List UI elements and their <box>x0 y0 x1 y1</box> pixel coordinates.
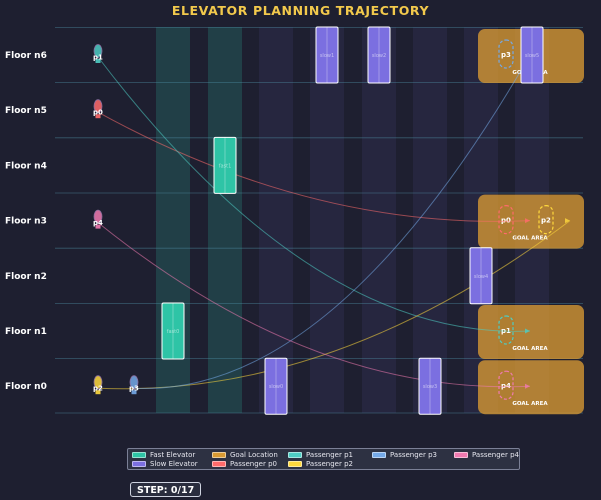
legend-item: Passenger p4 <box>454 451 524 459</box>
passenger-legs-p3 <box>131 390 137 395</box>
goal-target-p0 <box>498 205 514 235</box>
legend-swatch <box>212 461 226 467</box>
floor-label-n6: Floor n6 <box>5 51 47 61</box>
shaft-slow2 <box>362 27 396 413</box>
passenger-body-p1 <box>93 44 103 58</box>
legend-label: Passenger p0 <box>230 460 277 468</box>
legend-item: Passenger p0 <box>212 460 286 468</box>
passengers: p0 p1 p2 p3 p4 <box>93 44 139 395</box>
elevators: fast0 fast1 slow0 slow1 slow2 slow3 slow4 slow5 <box>161 26 544 415</box>
elevator-label-slow3: slow3 <box>423 384 437 390</box>
passenger-body-p0 <box>93 99 103 114</box>
shaft-slow0 <box>259 27 293 413</box>
trajectory-arrow-p2 <box>565 218 570 224</box>
trajectory-p3 <box>133 54 531 389</box>
passenger-p1: p1 <box>93 44 103 63</box>
passenger-body-p3 <box>129 375 139 390</box>
legend-swatch <box>288 461 302 467</box>
legend-item: Passenger p3 <box>372 451 452 459</box>
trajectory-p1 <box>97 56 531 332</box>
floor-label-n4: Floor n4 <box>5 161 47 171</box>
legend-item: Passenger p2 <box>288 460 370 468</box>
trajectory-p0 <box>97 111 531 222</box>
goal-target-label-p3: p3 <box>501 51 511 59</box>
legend-label: Passenger p3 <box>390 451 437 459</box>
legend-swatch <box>372 452 386 458</box>
goal-target-label-p0: p0 <box>501 217 511 225</box>
goal-target-p1 <box>498 315 514 345</box>
goal-target-p4 <box>498 370 514 400</box>
elevator-label-fast1: fast1 <box>219 163 232 169</box>
elevator-label-slow0: slow0 <box>269 384 283 390</box>
step-counter: STEP: 0/17 <box>130 482 202 497</box>
goal-area-n1 <box>478 305 584 359</box>
legend-swatch <box>454 452 468 458</box>
legend-item: Fast Elevator <box>132 451 210 459</box>
passenger-label-p4: p4 <box>93 219 103 227</box>
floor-label-n0: Floor n0 <box>5 382 47 392</box>
page-title: ELEVATOR PLANNING TRAJECTORY <box>171 3 430 18</box>
legend-swatch <box>132 452 146 458</box>
legend-label: Fast Elevator <box>150 451 196 459</box>
goal-area-n0 <box>478 360 584 415</box>
legend-label: Slow Elevator <box>150 460 198 468</box>
shaft-fast1 <box>208 27 242 413</box>
floor-labels: Floor n6 Floor n5 Floor n4 Floor n3 Floor n2… <box>5 51 47 392</box>
passenger-label-p1: p1 <box>93 54 103 62</box>
trajectories <box>97 52 571 390</box>
passenger-p2: p2 <box>93 375 103 395</box>
passenger-p4: p4 <box>93 209 103 229</box>
elevator-label-slow4: slow4 <box>474 274 488 280</box>
elevator-label-slow1: slow1 <box>320 53 334 59</box>
legend-swatch <box>212 452 226 458</box>
goal-area-label: GOAL AREA <box>512 346 548 352</box>
shaft-slow1 <box>310 27 344 413</box>
elevator-label-fast0: fast0 <box>167 329 180 335</box>
legend-label: Passenger p4 <box>472 451 519 459</box>
passenger-p3: p3 <box>129 375 139 395</box>
legend-item: Passenger p1 <box>288 451 370 459</box>
passenger-label-p3: p3 <box>129 385 139 393</box>
goal-area-label: GOAL AREA <box>512 236 548 242</box>
goal-target-p3 <box>498 39 514 69</box>
goal-target-label-p4: p4 <box>501 382 511 390</box>
trajectory-arrow-p0 <box>525 218 530 224</box>
goal-target-label-p2: p2 <box>541 217 551 225</box>
passenger-label-p0: p0 <box>93 109 103 117</box>
legend-swatch <box>132 461 146 467</box>
goal-area-n3 <box>478 194 584 249</box>
passenger-legs-p1 <box>95 59 101 63</box>
legend-label: Passenger p2 <box>306 460 353 468</box>
legend-label: Goal Location <box>230 451 278 459</box>
legend-label: Passenger p1 <box>306 451 353 459</box>
goal-area-label: GOAL AREA <box>512 401 548 407</box>
passenger-label-p2: p2 <box>93 385 103 393</box>
legend-item: Goal Location <box>212 451 286 459</box>
passenger-legs-p2 <box>95 390 101 395</box>
passenger-legs-p0 <box>95 114 101 119</box>
floor-label-n1: Floor n1 <box>5 327 47 337</box>
trajectory-arrow-p4 <box>525 383 530 389</box>
elevator-label-slow2: slow2 <box>372 53 386 59</box>
floor-label-n3: Floor n3 <box>5 217 47 227</box>
floor-label-n2: Floor n2 <box>5 272 47 282</box>
trajectory-arrow-p1 <box>525 328 530 334</box>
legend-item: Slow Elevator <box>132 460 210 468</box>
passenger-legs-p4 <box>95 224 101 229</box>
elevator-label-slow5: slow5 <box>525 53 539 59</box>
passenger-body-p4 <box>93 209 103 224</box>
goal-target-p2 <box>538 205 554 235</box>
passenger-p0: p0 <box>93 99 103 119</box>
legend-swatch <box>288 452 302 458</box>
trajectory-p4 <box>97 222 531 388</box>
floor-label-n5: Floor n5 <box>5 106 47 116</box>
passenger-body-p2 <box>93 375 103 390</box>
